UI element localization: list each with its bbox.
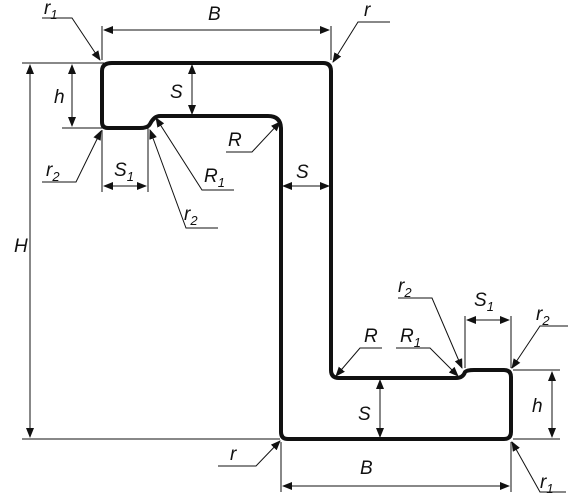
label-R1-bottom: R1 xyxy=(400,326,421,350)
label-r2-top-left: r2 xyxy=(46,160,60,184)
leader-r2-below-s1 xyxy=(149,129,218,229)
leader-r1-bottom-right xyxy=(511,441,566,493)
leader-R-top xyxy=(226,121,281,153)
leader-r1-top-left xyxy=(42,17,101,61)
leader-r-top-right xyxy=(332,21,390,63)
label-r-top-right: r xyxy=(364,0,371,21)
label-r1-bottom-right: r1 xyxy=(540,472,554,496)
label-h-small-right: h xyxy=(532,396,543,417)
label-s-web: S xyxy=(296,162,309,183)
leader-r-bottom-left xyxy=(218,440,281,467)
label-r2-below-s1: r2 xyxy=(184,204,198,228)
label-s-top: S xyxy=(170,82,183,103)
label-R-top: R xyxy=(228,130,242,151)
leader-r2-bottom-middle xyxy=(398,297,463,369)
label-s1-right: S1 xyxy=(474,290,494,314)
label-r2-bottom-middle: r2 xyxy=(398,276,412,300)
label-r-bottom-left: r xyxy=(230,444,237,465)
leader-R1-top xyxy=(155,117,234,191)
leader-R1-bottom xyxy=(396,347,459,377)
leader-r2-right xyxy=(511,325,568,369)
label-s1-left: S1 xyxy=(114,160,134,184)
label-R1-top: R1 xyxy=(204,166,225,190)
label-h-total: H xyxy=(14,236,28,257)
label-b-top: B xyxy=(208,4,221,25)
leader-R-bottom xyxy=(335,347,382,377)
label-r1-top-left: r1 xyxy=(44,0,58,22)
label-s-bottom: S xyxy=(358,404,371,425)
label-h-small-left: h xyxy=(54,87,65,108)
leader-r2-top-left xyxy=(42,130,102,183)
label-r2-right: r2 xyxy=(536,304,550,328)
label-R-bottom: R xyxy=(364,326,378,347)
label-b-bottom: B xyxy=(360,458,373,479)
z-profile-outline xyxy=(100,61,513,441)
